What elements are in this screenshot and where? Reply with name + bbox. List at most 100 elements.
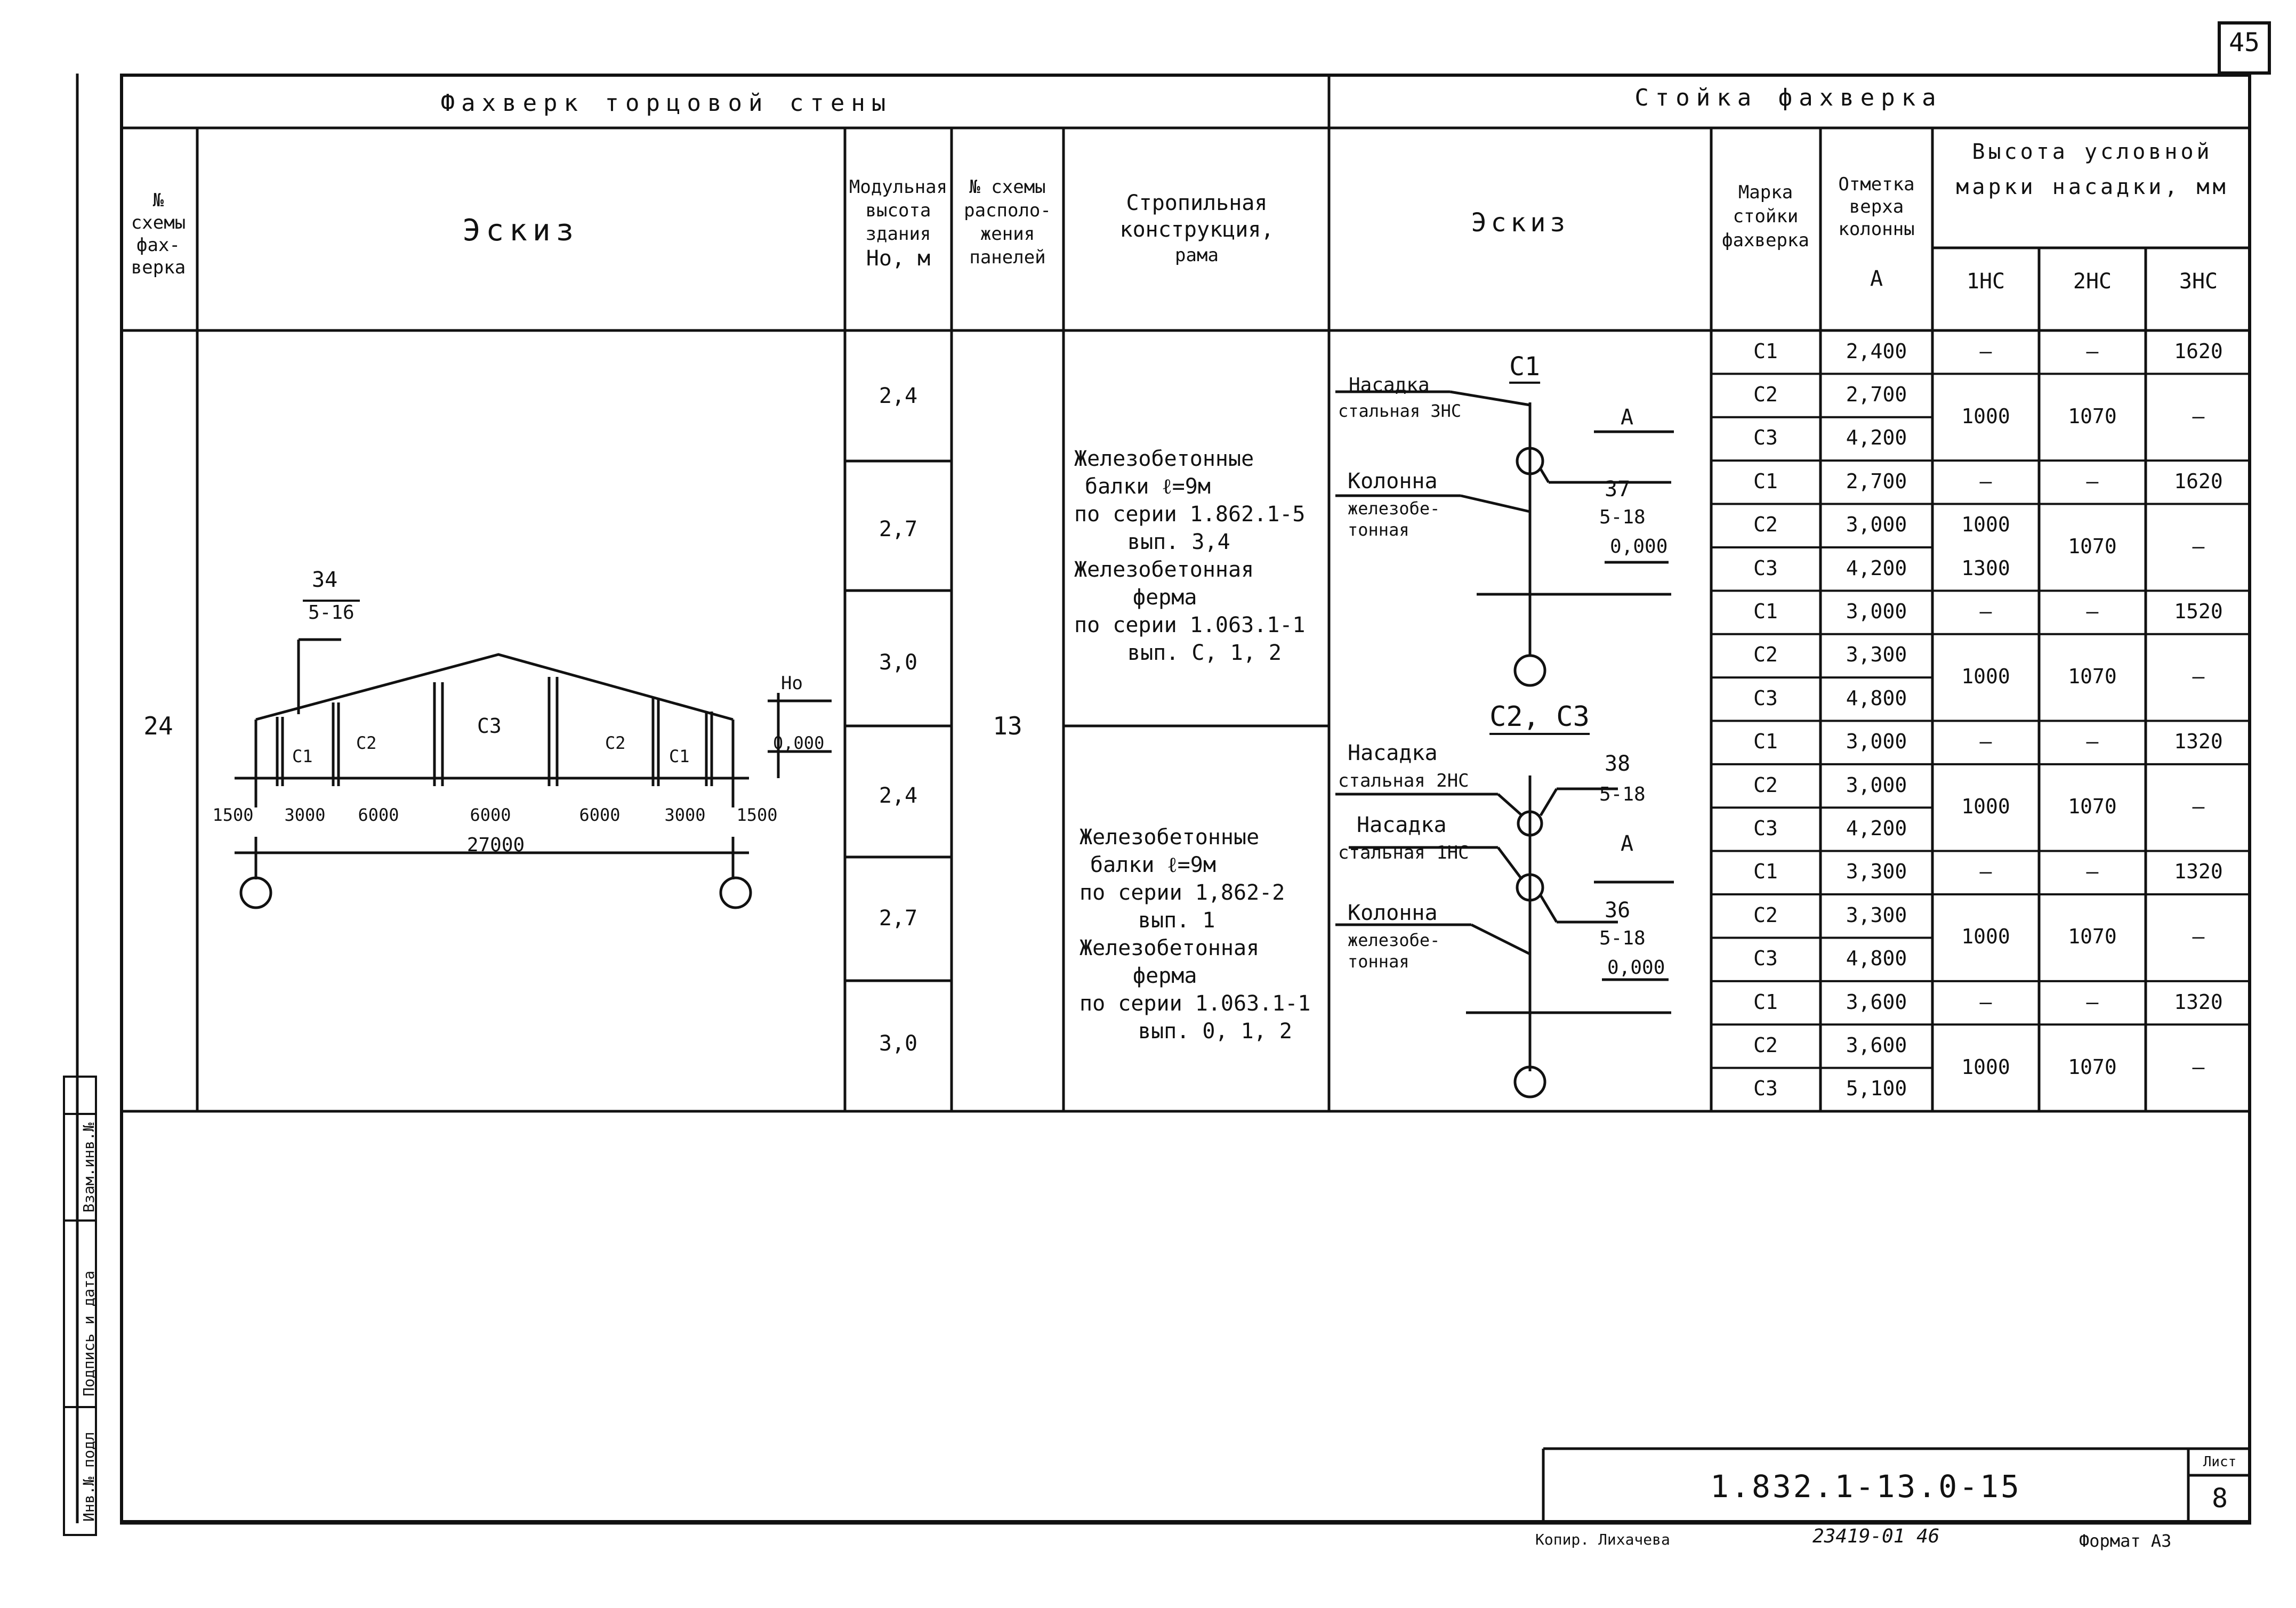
row-cap-3nc: 1320 <box>2174 860 2223 884</box>
hdr-panel-1: № схемы <box>969 176 1046 198</box>
hdr-level-4: А <box>1870 266 1883 291</box>
row-cap-3nc: — <box>2192 665 2205 689</box>
hdr-height-2: высота <box>865 200 931 221</box>
roof-top-cell: Железобетонные балки ℓ=9м по серии 1.862… <box>1069 445 1325 667</box>
row-cap-1nc: 1000 <box>1961 404 2010 428</box>
row-cap-3nc: — <box>2192 1055 2205 1079</box>
roof-bottom-line: ферма <box>1133 964 1197 988</box>
row-level: 4,800 <box>1846 686 1907 710</box>
row-level: 3,000 <box>1846 513 1907 537</box>
stamp-inv-podl: Инв.№ подл <box>80 1432 98 1522</box>
sketch-span: 3000 <box>284 805 326 825</box>
hdr-height-4: Но, м <box>866 246 931 271</box>
sketch-post-label: С2 <box>356 733 377 753</box>
hdr-sketch-right: Эскиз <box>1471 208 1570 238</box>
height-2: 2,7 <box>879 517 918 542</box>
hdr-cap-col: 1НС <box>1966 269 2005 294</box>
sketch-span: 6000 <box>470 805 511 825</box>
row-cap-1nc: 1000 <box>1961 795 2010 819</box>
row-mark: С2 <box>1753 1033 1778 1057</box>
roof-top-line: ферма <box>1133 585 1197 610</box>
roof-top-line: по серии 1.063.1-1 <box>1074 613 1306 637</box>
hdr-cap-col: 2НС <box>2073 269 2112 294</box>
row-cap-2nc: — <box>2086 469 2099 493</box>
hdr-roof-3: рама <box>1175 245 1219 266</box>
sketch-h0: Но <box>781 673 803 694</box>
hdr-cap-1: Высота условной <box>1972 140 2213 164</box>
row-cap-1nc: — <box>1979 469 1992 493</box>
row-cap-2nc: 1070 <box>2068 1055 2117 1079</box>
hdr-level-3: колонны <box>1838 219 1915 240</box>
cap3-label-1: Насадка <box>1349 374 1430 396</box>
row-level: 3,000 <box>1846 730 1907 754</box>
roof-top-line: Железобетонные <box>1074 447 1254 471</box>
roof-bottom-line: вып. 0, 1, 2 <box>1138 1019 1292 1044</box>
row-mark: С2 <box>1753 383 1778 407</box>
c1-level: 0,000 <box>1610 536 1668 557</box>
row-cap-1nc: — <box>1979 339 1992 363</box>
footer-order: 23419-01 46 <box>1812 1525 1940 1547</box>
row-mark: С3 <box>1753 426 1778 450</box>
roof-top-line: по серии 1.862.1-5 <box>1074 502 1306 527</box>
column2-label-3: тонная <box>1348 951 1409 972</box>
row-level: 3,300 <box>1846 903 1907 927</box>
column-label-1: Колонна <box>1348 469 1438 494</box>
row-level: 3,600 <box>1846 1033 1907 1057</box>
sketch-span: 1500 <box>212 805 254 825</box>
row-level: 4,200 <box>1846 816 1907 840</box>
hdr-scheme-no-3: фах- <box>136 235 180 256</box>
height-6: 3,0 <box>879 1031 918 1056</box>
row-mark: С2 <box>1753 643 1778 667</box>
scheme-number: 24 <box>143 712 173 740</box>
stamp-vzam: Взам.инв.№ <box>80 1122 98 1213</box>
sheet-number: 8 <box>2211 1483 2228 1514</box>
sketch-post-label: С2 <box>605 733 626 753</box>
row-cap-2nc: 1070 <box>2068 925 2117 949</box>
row-mark: С2 <box>1753 513 1778 537</box>
row-cap-3nc: — <box>2192 925 2205 949</box>
height-1: 2,4 <box>879 384 918 408</box>
row-mark: С1 <box>1753 730 1778 754</box>
row-cap-1nc: — <box>1979 990 1992 1014</box>
row-cap-3nc: 1620 <box>2174 339 2223 363</box>
hdr-height-1: Модульная <box>849 176 948 198</box>
row-mark: С3 <box>1753 1077 1778 1101</box>
c23-level: 0,000 <box>1607 957 1665 979</box>
cap2-label-2: стальная 2НС <box>1338 770 1469 791</box>
row-level: 4,800 <box>1846 947 1907 971</box>
column2-label-1: Колонна <box>1348 901 1438 925</box>
hdr-scheme-no-2: схемы <box>131 212 186 233</box>
row-cap-1nc: 1000 <box>1961 925 2010 949</box>
cap1-label-1: Насадка <box>1357 813 1447 837</box>
corner-sheet-box <box>2218 21 2271 75</box>
row-cap-2nc: 1070 <box>2068 665 2117 689</box>
hdr-panel-4: панелей <box>969 247 1046 268</box>
hdr-sketch-left: Эскиз <box>462 213 579 248</box>
row-cap-3nc: — <box>2192 534 2205 558</box>
c1-node-number: 37 <box>1605 477 1631 502</box>
row-cap-1nc: — <box>1979 860 1992 884</box>
footer-format: Формат А3 <box>2079 1531 2172 1551</box>
left-block-title: Фахверк торцовой стены <box>440 90 892 117</box>
row-cap-2nc: — <box>2086 860 2099 884</box>
row-level: 3,300 <box>1846 860 1907 884</box>
c23-node-sheet-top: 5-18 <box>1599 783 1646 805</box>
sketch-total: 27000 <box>466 834 525 856</box>
row-cap-2nc: — <box>2086 600 2099 624</box>
roof-top-line: вып. 3,4 <box>1127 530 1230 554</box>
row-mark: С3 <box>1753 816 1778 840</box>
hdr-scheme-no-1: № <box>152 190 164 211</box>
row-cap-2nc: 1070 <box>2068 404 2117 428</box>
row-mark: С1 <box>1753 469 1778 493</box>
roof-bottom-line: балки ℓ=9м <box>1090 853 1216 877</box>
hdr-level-1: Отметка <box>1838 174 1915 195</box>
row-level: 2,700 <box>1846 383 1907 407</box>
document-code: 1.832.1-13.0-15 <box>1710 1468 2021 1505</box>
hdr-mark-2: стойки <box>1733 206 1799 227</box>
height-5: 2,7 <box>879 906 918 931</box>
roof-top-line: вып. С, 1, 2 <box>1127 641 1282 665</box>
row-cap-1nc: — <box>1979 730 1992 754</box>
column-label-3: тонная <box>1348 520 1409 540</box>
sketch-node-number: 34 <box>312 568 338 592</box>
hdr-scheme-no-4: верка <box>131 257 186 278</box>
